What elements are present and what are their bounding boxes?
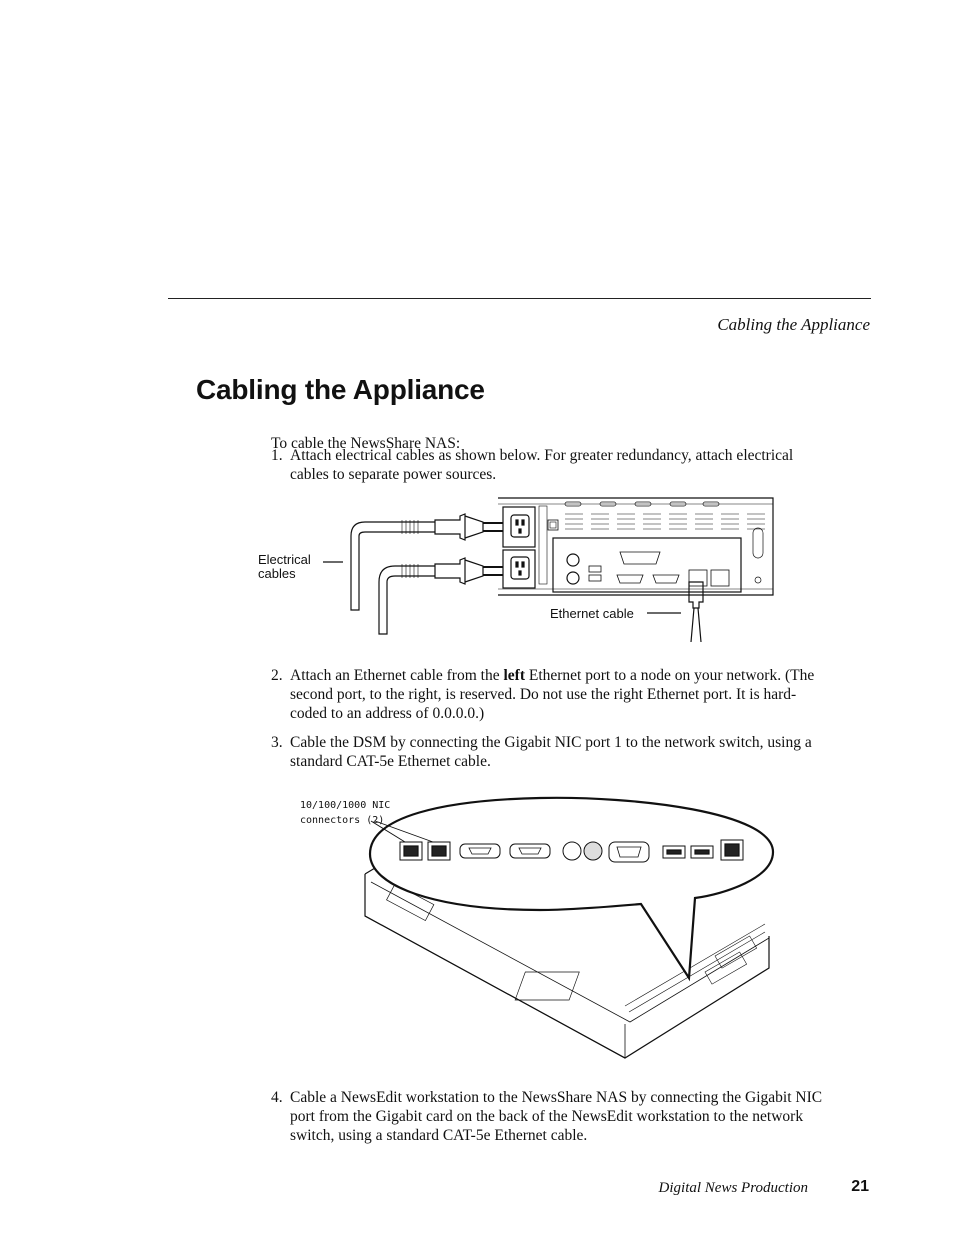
step-number: 1. <box>271 447 283 464</box>
step-text: Cable a NewsEdit workstation to the News… <box>290 1089 823 1144</box>
step-text: Cable the DSM by connecting the Gigabit … <box>290 734 812 770</box>
label-nic-connectors-1: 10/100/1000 NIC <box>300 800 390 811</box>
step-number: 3. <box>271 734 283 751</box>
step-number: 2. <box>271 667 283 684</box>
step-text-bold: left <box>503 667 525 684</box>
step-number: 4. <box>271 1089 283 1106</box>
step-1: 1. Attach electrical cables as shown bel… <box>271 446 831 484</box>
step-text: Attach electrical cables as shown below.… <box>290 447 794 483</box>
step-text-before: Attach an Ethernet cable from the <box>290 667 504 684</box>
footer-title: Digital News Production <box>658 1180 808 1196</box>
label-electrical-cables-1: Electrical <box>258 552 311 567</box>
step-4: 4. Cable a NewsEdit workstation to the N… <box>271 1088 831 1145</box>
dsm-nic-figure: 10/100/1000 NIC connectors (2) <box>300 796 775 1059</box>
page-number: 21 <box>851 1178 869 1195</box>
step-2: 2. Attach an Ethernet cable from the lef… <box>271 666 831 723</box>
intro-text: To cable the NewsShare NAS: <box>271 435 461 452</box>
section-title: Cabling the Appliance <box>196 374 485 405</box>
step-text: Attach an Ethernet cable from the left E… <box>290 666 831 723</box>
label-nic-connectors-2: connectors (2) <box>300 815 384 826</box>
header-rule <box>168 298 871 299</box>
power-cabling-figure: Electrical cables Ethernet cable <box>258 497 774 642</box>
step-3: 3. Cable the DSM by connecting the Gigab… <box>271 733 831 771</box>
label-electrical-cables-2: cables <box>258 566 296 581</box>
label-ethernet-cable: Ethernet cable <box>550 606 634 621</box>
running-header: Cabling the Appliance <box>717 315 870 334</box>
step-text-after: Ethernet port to a node on your network.… <box>290 667 815 722</box>
